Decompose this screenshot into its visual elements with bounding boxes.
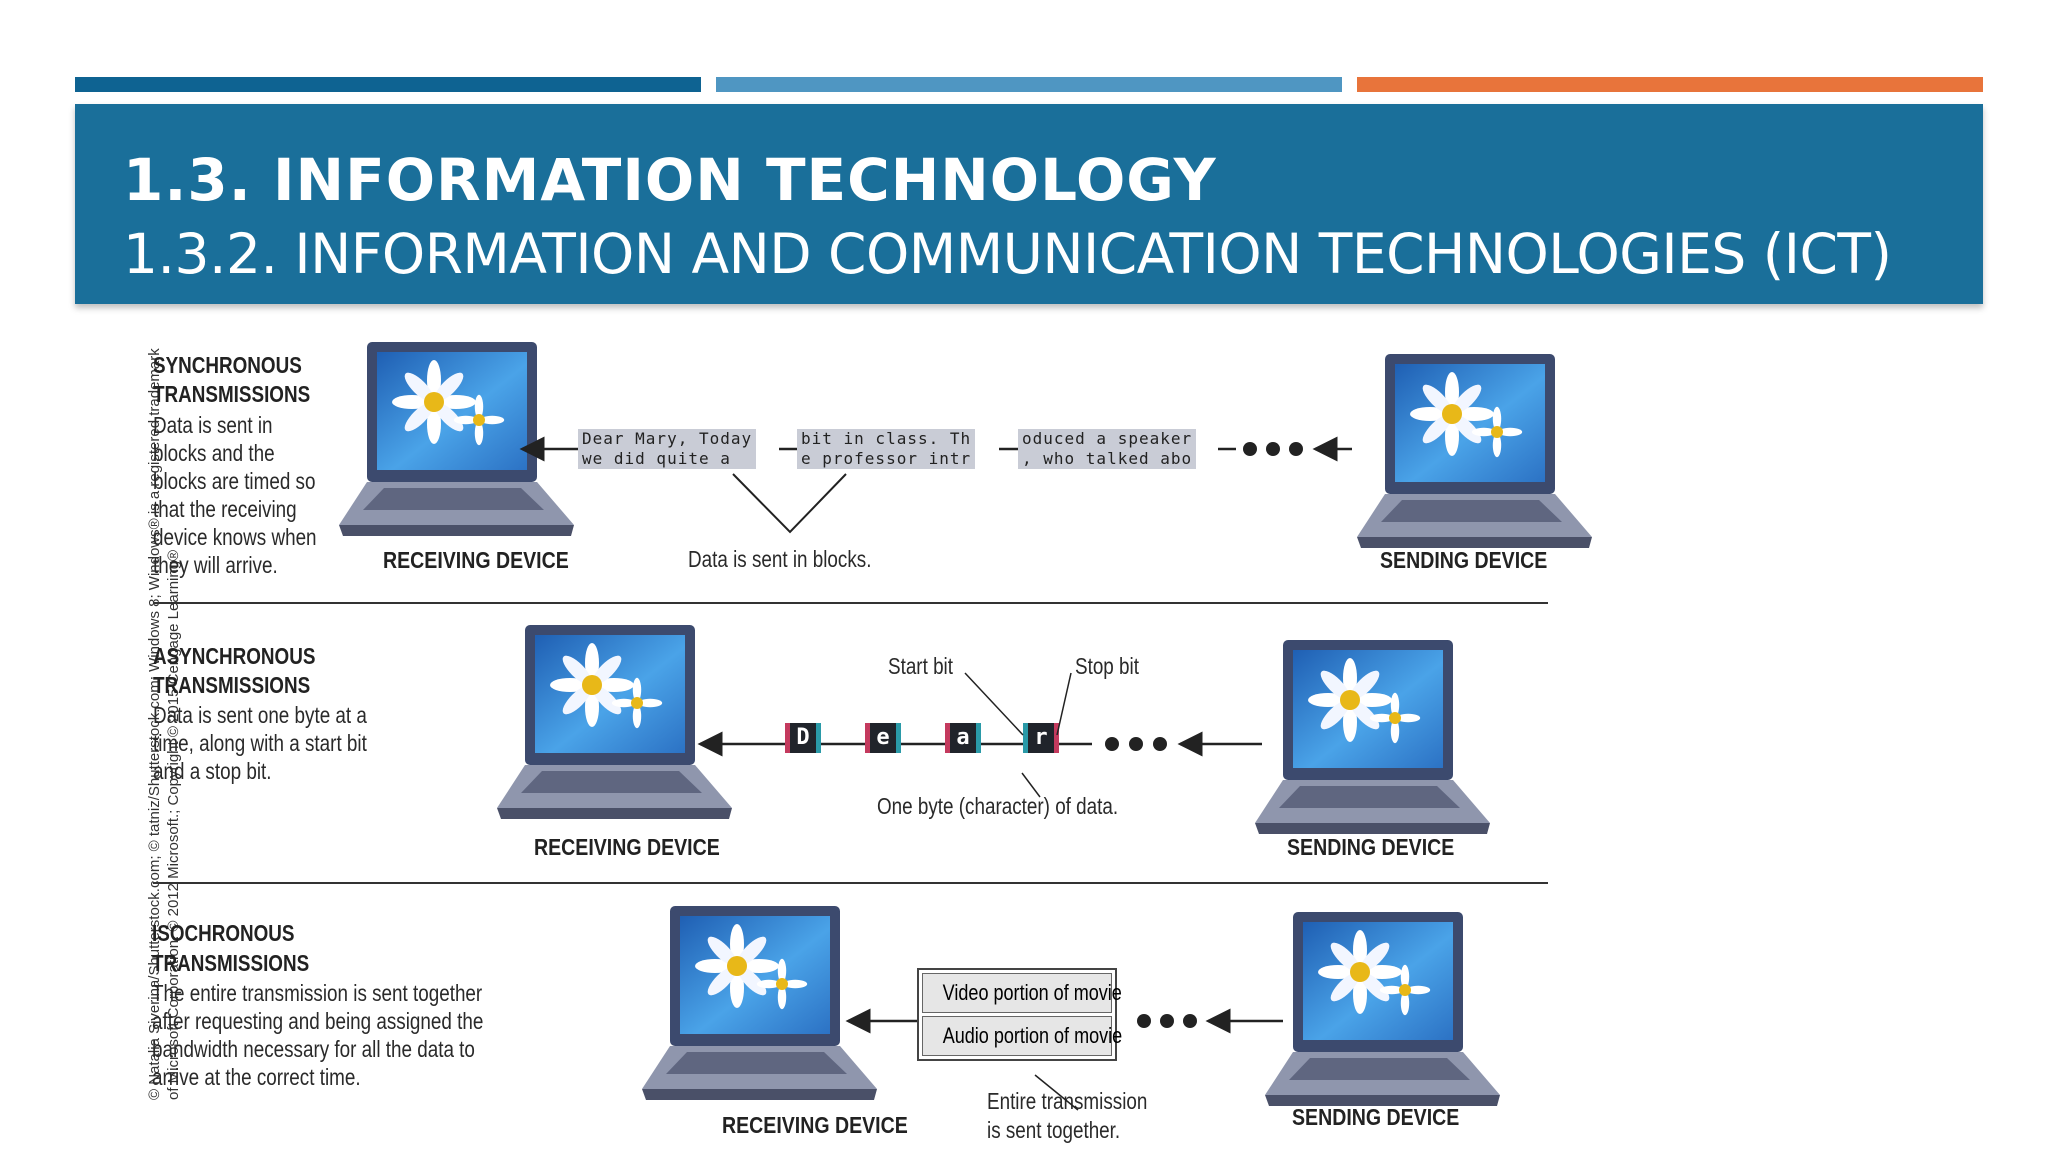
async-receiving-label: RECEIVING DEVICE <box>534 834 720 860</box>
iso-ellipsis-dot <box>1160 1014 1174 1028</box>
audio-portion: Audio portion of movie <box>922 1016 1122 1056</box>
iso-desc-line: bandwidth necessary for all the data to <box>152 1036 475 1062</box>
iso-heading-2: TRANSMISSIONS <box>152 950 310 976</box>
accent-bar-dark-blue <box>75 77 701 92</box>
sync-desc-line: that the receiving <box>153 496 297 522</box>
sync-note: Data is sent in blocks. <box>688 546 872 572</box>
async-ellipsis-dot <box>1129 737 1143 751</box>
sync-data-block: bit in class. Th e professor intr <box>797 429 976 469</box>
accent-bar-orange <box>1357 77 1983 92</box>
iso-ellipsis-dot <box>1137 1014 1151 1028</box>
stop-bit-label: Stop bit <box>1075 653 1139 679</box>
audio-portion-label: Audio portion of movie <box>942 1023 1123 1048</box>
async-byte-char: r <box>1023 723 1059 753</box>
async-desc-line: Data is sent one byte at a <box>153 702 367 728</box>
video-portion-label: Video portion of movie <box>942 980 1122 1005</box>
iso-receiving-label: RECEIVING DEVICE <box>722 1112 908 1138</box>
sync-data-block: oduced a speaker , who talked abo <box>1018 429 1197 469</box>
slide-subtitle: 1.3.2. INFORMATION AND COMMUNICATION TEC… <box>123 222 1892 286</box>
iso-heading-1: ISOCHRONOUS <box>152 920 295 946</box>
sync-desc-line: blocks are timed so <box>153 468 316 494</box>
iso-desc-line: The entire transmission is sent together <box>152 980 483 1006</box>
sync-desc-line: blocks and the <box>153 440 275 466</box>
async-heading-2: TRANSMISSIONS <box>153 672 311 698</box>
sync-blocks-pointer <box>732 473 847 534</box>
iso-sending-label: SENDING DEVICE <box>1292 1104 1460 1130</box>
async-note: One byte (character) of data. <box>877 793 1119 819</box>
async-desc-line: and a stop bit. <box>153 758 272 784</box>
sync-desc-line: they will arrive. <box>153 552 278 578</box>
start-bit-pointer <box>964 672 1024 736</box>
async-sending-label: SENDING DEVICE <box>1287 834 1455 860</box>
accent-bar-light-blue <box>716 77 1342 92</box>
slide-title: 1.3. INFORMATION TECHNOLOGY <box>123 146 1217 214</box>
video-portion: Video portion of movie <box>922 973 1122 1013</box>
sync-ellipsis-dot <box>1266 442 1280 456</box>
sync-ellipsis-dot <box>1289 442 1303 456</box>
sync-ellipsis-dot <box>1243 442 1257 456</box>
async-heading-1: ASYNCHRONOUS <box>153 643 316 669</box>
sync-desc-line: device knows when <box>153 524 317 550</box>
async-ellipsis-dot <box>1153 737 1167 751</box>
sync-desc-line: Data is sent in <box>153 412 273 438</box>
sync-sending-label: SENDING DEVICE <box>1380 547 1548 573</box>
sync-heading-1: SYNCHRONOUS <box>153 352 302 378</box>
sync-receiving-label: RECEIVING DEVICE <box>383 547 569 573</box>
byte-pointer <box>1021 772 1041 798</box>
sync-data-block: Dear Mary, Today we did quite a <box>578 429 757 469</box>
iso-ellipsis-dot <box>1183 1014 1197 1028</box>
async-desc-line: time, along with a start bit <box>153 730 367 756</box>
async-byte-char: D <box>785 723 821 753</box>
title-banner: 1.3. INFORMATION TECHNOLOGY 1.3.2. INFOR… <box>75 104 1983 304</box>
async-byte-char: e <box>865 723 901 753</box>
iso-desc-line: arrive at the correct time. <box>152 1064 361 1090</box>
stop-bit-pointer <box>1056 672 1072 736</box>
iso-desc-line: after requesting and being assigned the <box>152 1008 484 1034</box>
iso-transmission-box: Video portion of movie Audio portion of … <box>917 968 1122 1061</box>
start-bit-label: Start bit <box>888 653 953 679</box>
async-byte-char: a <box>945 723 981 753</box>
async-ellipsis-dot <box>1105 737 1119 751</box>
sync-heading-2: TRANSMISSIONS <box>153 381 311 407</box>
iso-note-2: is sent together. <box>987 1117 1121 1143</box>
iso-note-pointer <box>1034 1074 1079 1111</box>
